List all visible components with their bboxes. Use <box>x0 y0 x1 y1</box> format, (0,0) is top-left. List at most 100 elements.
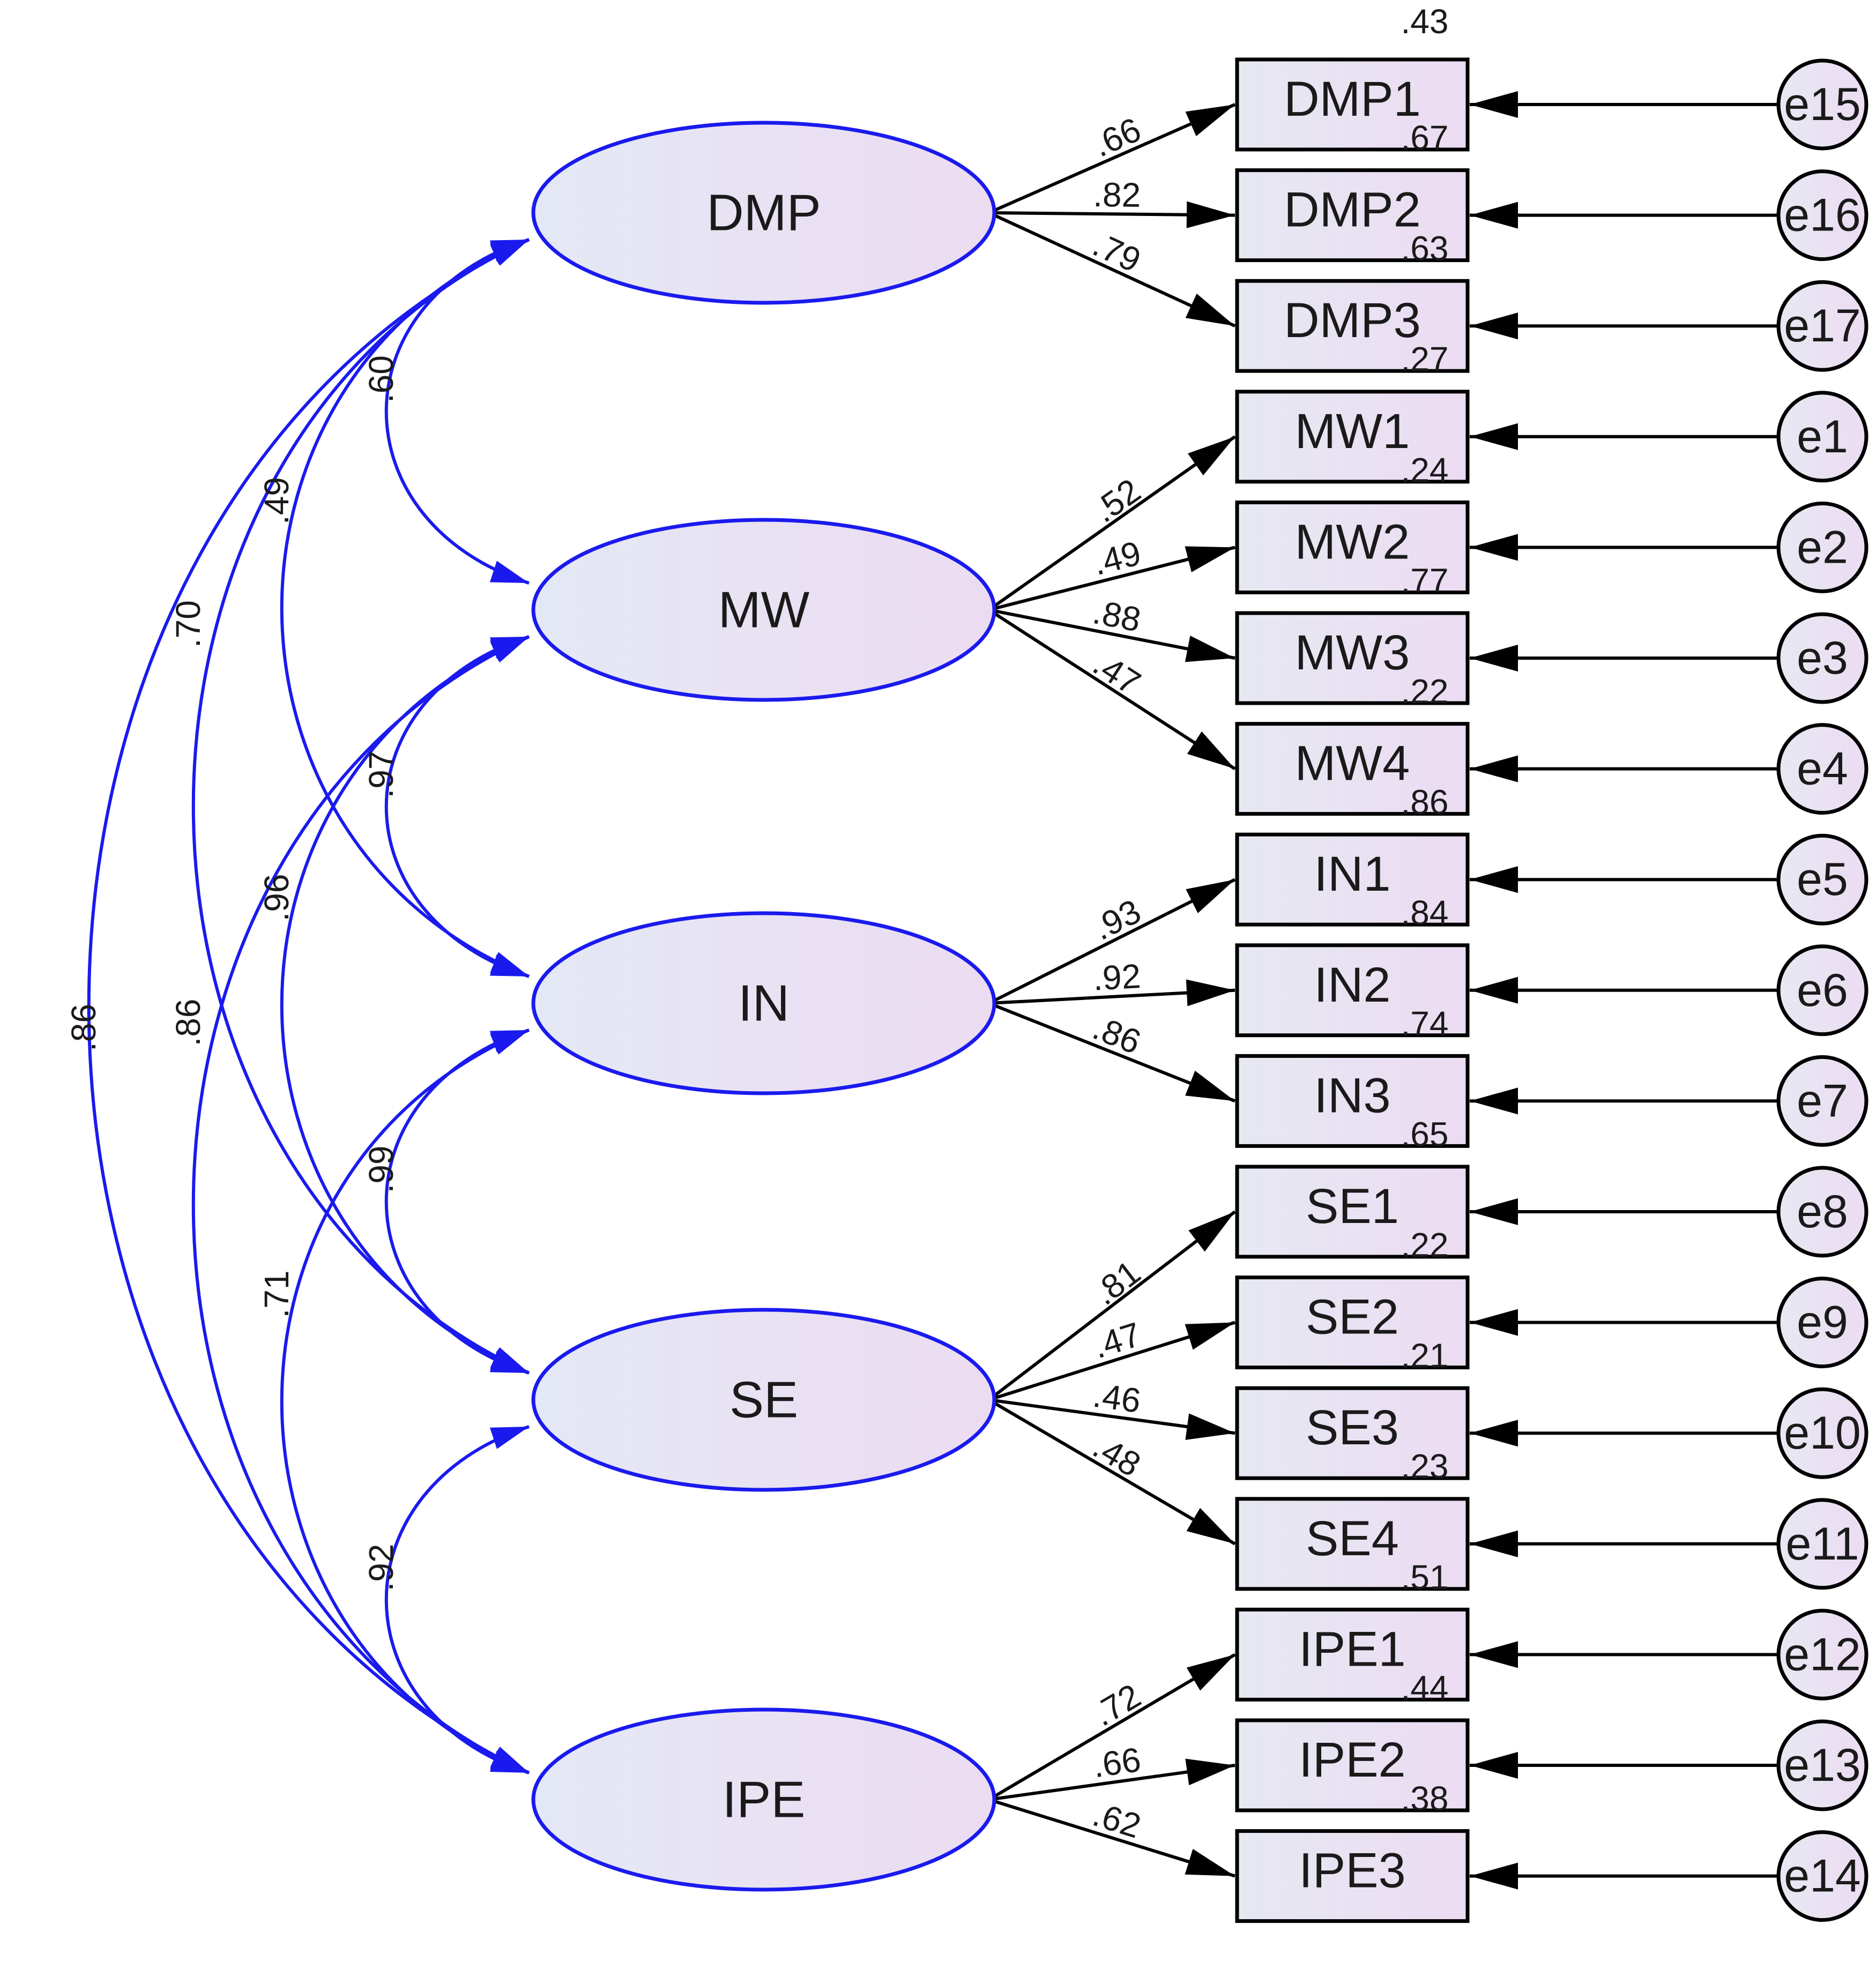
indicator-box <box>1235 1607 1470 1702</box>
loading-value: .79 <box>1087 225 1147 280</box>
correlation-value: .92 <box>362 1544 400 1592</box>
error-arrowhead <box>1470 1309 1518 1336</box>
error-term-label: e9 <box>1797 1297 1848 1348</box>
loading-arrowhead <box>1186 879 1235 913</box>
loading-arrowhead <box>1185 1413 1235 1440</box>
loading-value: .47 <box>1088 1315 1145 1366</box>
loading-path-layer <box>988 91 1778 1890</box>
correlation-value: .70 <box>169 600 207 648</box>
indicator-r2: .23 <box>1401 1447 1449 1486</box>
error-term-circle <box>1776 1166 1868 1258</box>
correlation-arc <box>384 635 530 978</box>
loading-arrowhead <box>1188 436 1235 476</box>
error-arrowhead <box>1470 1862 1518 1890</box>
error-arrowhead <box>1470 755 1518 782</box>
loading-value: .81 <box>1086 1253 1147 1312</box>
error-arrowhead <box>1470 1530 1518 1557</box>
correlation-value: .60 <box>362 355 400 403</box>
error-term-circle <box>1776 833 1868 926</box>
error-term-label: e12 <box>1784 1629 1861 1680</box>
indicator-r2: .27 <box>1401 340 1449 378</box>
loading-value: .66 <box>1091 1740 1143 1785</box>
loading-value: .88 <box>1090 592 1144 639</box>
loading-arrowhead <box>1188 1212 1235 1252</box>
correlation-arc <box>280 238 530 978</box>
correlation-arrowhead <box>489 1427 529 1449</box>
indicator-r2: .22 <box>1401 1226 1449 1264</box>
indicator-label: IPE2 <box>1299 1733 1405 1787</box>
correlation-arc <box>280 635 530 1375</box>
loading-arrowhead <box>1185 636 1235 662</box>
indicator-box <box>1235 832 1470 927</box>
correlation-arc <box>191 238 530 1375</box>
error-arrowhead <box>1470 534 1518 561</box>
error-term-circle <box>1776 280 1868 372</box>
indicator-box <box>1235 1497 1470 1591</box>
correlation-arrowhead <box>489 954 529 976</box>
correlation-value: .86 <box>64 1004 103 1051</box>
correlation-value: .97 <box>362 751 400 799</box>
indicator-label: MW3 <box>1295 625 1410 680</box>
error-arrowhead <box>1470 1198 1518 1225</box>
indicator-box <box>1235 722 1470 816</box>
error-arrowhead <box>1470 202 1518 229</box>
loading-path <box>988 1210 1236 1401</box>
indicator-box <box>1235 57 1470 152</box>
error-arrowhead <box>1470 866 1518 893</box>
error-term-label: e10 <box>1784 1407 1861 1459</box>
correlation-arrowhead <box>490 637 529 663</box>
indicator-box <box>1235 500 1470 594</box>
loading-value: .52 <box>1086 471 1148 530</box>
indicator-label: IN1 <box>1314 847 1390 901</box>
error-term-circle <box>1776 1608 1868 1700</box>
loading-arrowhead <box>1187 731 1235 769</box>
loading-arrowhead <box>1185 546 1235 572</box>
error-term-label: e7 <box>1797 1075 1848 1127</box>
loading-value: .48 <box>1086 1427 1147 1484</box>
loading-arrowhead <box>1185 1849 1235 1876</box>
latent-ellipse <box>531 911 996 1095</box>
latent-label: IN <box>738 975 790 1032</box>
error-term-circle <box>1776 944 1868 1036</box>
indicator-box <box>1235 943 1470 1038</box>
indicator-r2: .51 <box>1401 1558 1449 1597</box>
latent-label: SE <box>729 1371 798 1429</box>
indicator-label: IPE3 <box>1299 1844 1405 1898</box>
loading-arrowhead <box>1185 293 1235 326</box>
latent-ellipse <box>531 518 996 702</box>
indicator-box <box>1235 390 1470 484</box>
indicator-box <box>1235 1054 1470 1148</box>
loading-value: .46 <box>1091 1376 1143 1420</box>
indicator-r2: .74 <box>1401 1004 1449 1043</box>
correlation-arrowhead <box>490 240 529 266</box>
node-layer <box>531 57 1868 1923</box>
loading-arrowhead <box>1185 105 1235 137</box>
indicator-box <box>1235 168 1470 263</box>
loading-value: .47 <box>1086 644 1148 703</box>
error-term-circle <box>1776 501 1868 593</box>
loading-value: .66 <box>1087 110 1146 165</box>
indicator-r2: .21 <box>1401 1337 1449 1375</box>
error-term-label: e5 <box>1797 854 1848 905</box>
indicator-r2: .63 <box>1401 229 1449 268</box>
indicator-box <box>1235 1829 1470 1923</box>
correlation-value: .49 <box>257 477 296 525</box>
correlation-value: .71 <box>257 1271 296 1318</box>
correlation-arrowhead <box>489 1351 529 1373</box>
correlation-arc <box>384 1028 530 1375</box>
indicator-label: SE4 <box>1306 1511 1399 1566</box>
error-arrowhead <box>1470 1420 1518 1447</box>
error-term-label: e17 <box>1784 300 1861 352</box>
loading-value: .82 <box>1093 175 1141 214</box>
correlation-layer <box>87 238 530 1774</box>
error-term-circle <box>1776 723 1868 815</box>
loading-value: .86 <box>1088 1008 1146 1062</box>
loading-arrowhead <box>1185 1070 1235 1101</box>
loading-value: .93 <box>1087 892 1147 948</box>
error-term-label: e8 <box>1797 1186 1848 1237</box>
indicator-r2: .65 <box>1401 1115 1449 1153</box>
correlation-arrowhead <box>489 1750 529 1773</box>
indicator-label: SE2 <box>1306 1290 1399 1345</box>
error-term-circle <box>1776 1830 1868 1922</box>
